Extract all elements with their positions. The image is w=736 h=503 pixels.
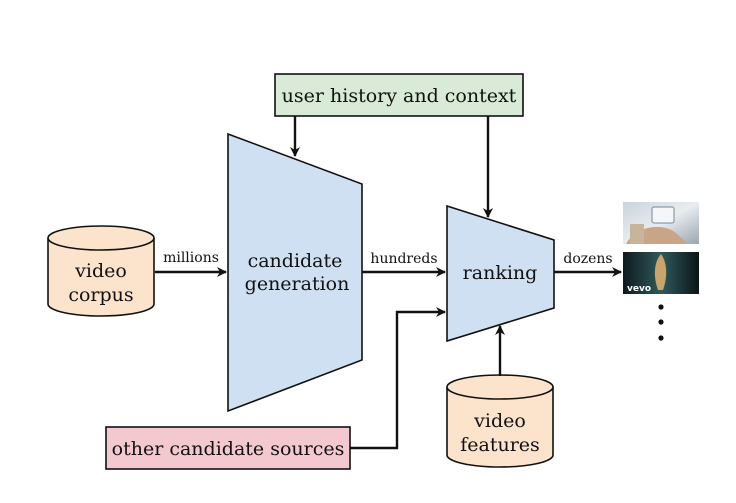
more-results-ellipsis bbox=[658, 304, 664, 341]
result-thumbnail-music-video: vevo bbox=[623, 252, 699, 294]
video-features-label-line1: video bbox=[473, 410, 526, 432]
phone-icon bbox=[651, 206, 675, 224]
video-corpus-node: video corpus bbox=[47, 225, 155, 317]
video-features-top bbox=[446, 374, 554, 400]
other-sources-box bbox=[105, 426, 351, 470]
edge-label-dozens: dozens bbox=[563, 251, 612, 267]
edge-label-millions: millions bbox=[163, 250, 219, 266]
video-corpus-top bbox=[47, 225, 155, 251]
video-features-node: video features bbox=[446, 374, 554, 468]
video-features-label-line2: features bbox=[460, 434, 540, 456]
video-corpus-label-line1: video bbox=[74, 260, 127, 282]
user-history-box bbox=[274, 73, 524, 117]
user-history-label: user history and context bbox=[282, 85, 517, 107]
other-sources-label: other candidate sources bbox=[112, 438, 345, 460]
vevo-logo: vevo bbox=[627, 284, 651, 294]
ranking-label: ranking bbox=[463, 262, 538, 284]
candidate-generation-label-line2: generation bbox=[245, 273, 350, 295]
user-history-node: user history and context bbox=[274, 73, 524, 117]
video-corpus-label-line2: corpus bbox=[68, 284, 133, 306]
ranking-shape bbox=[446, 204, 555, 343]
cup-icon bbox=[630, 224, 644, 244]
performer-icon bbox=[654, 254, 667, 290]
video-features-body bbox=[446, 387, 554, 468]
edge-label-hundreds: hundreds bbox=[370, 251, 437, 267]
video-corpus-body bbox=[47, 238, 155, 317]
candidate-generation-shape bbox=[227, 132, 363, 413]
edges bbox=[155, 116, 622, 450]
candidate-generation-node: candidate generation bbox=[227, 132, 363, 413]
arrow-other-sources-to-ranking bbox=[350, 307, 446, 450]
ranking-node: ranking bbox=[446, 204, 555, 343]
other-sources-node: other candidate sources bbox=[105, 426, 351, 470]
result-thumbnail-phone bbox=[623, 202, 699, 244]
candidate-generation-label-line1: candidate bbox=[248, 250, 343, 272]
